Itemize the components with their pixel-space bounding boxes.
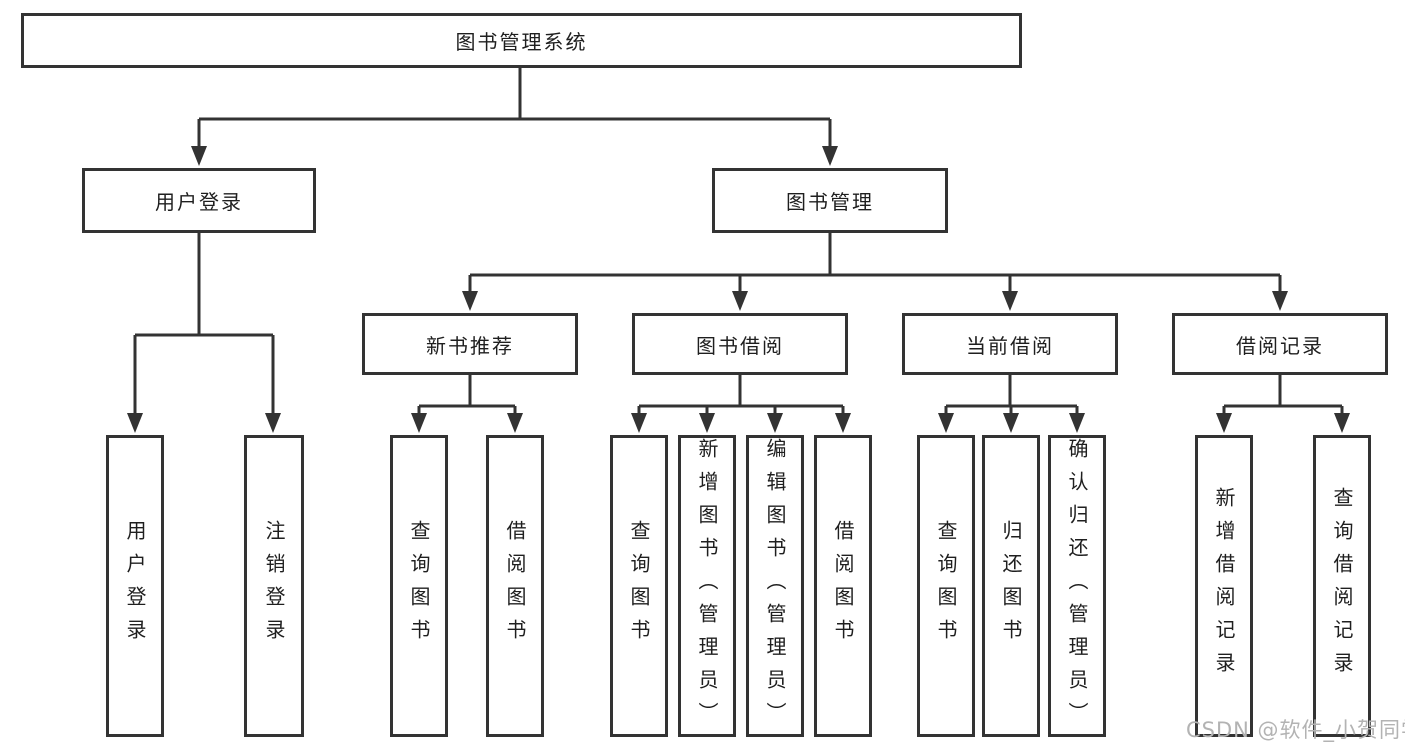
node-new-book-recommend: 新书推荐: [362, 313, 578, 375]
leaf-edit-books-admin: 编辑图书（管理员）: [746, 435, 804, 737]
leaf-borrow-books-1: 借阅图书: [486, 435, 544, 737]
connector-book-management-branch: [462, 233, 1288, 311]
node-label: 新增图书（管理员）: [695, 438, 719, 735]
node-label: 借阅图书: [831, 520, 855, 652]
node-borrowing-records: 借阅记录: [1172, 313, 1388, 375]
connector-new-books-branch: [411, 375, 523, 433]
node-user-login: 用户登录: [82, 168, 316, 233]
node-label: 确认归还（管理员）: [1065, 438, 1089, 735]
connector-user-login-branch: [127, 233, 281, 433]
node-label: 图书管理系统: [455, 30, 588, 54]
leaf-add-books-admin: 新增图书（管理员）: [678, 435, 736, 737]
node-label: 查询图书: [627, 520, 651, 652]
node-label: 查询图书: [934, 520, 958, 652]
node-label: 用户登录: [123, 520, 147, 652]
csdn-watermark: CSDN @软件_小贺同学: [1186, 718, 1405, 742]
node-label: 归还图书: [999, 520, 1023, 652]
connector-current-borrow-branch: [938, 375, 1085, 433]
leaf-add-borrow-record: 新增借阅记录: [1195, 435, 1253, 737]
leaf-query-borrow-record: 查询借阅记录: [1313, 435, 1371, 737]
node-library-management-system: 图书管理系统: [21, 13, 1022, 68]
connector-root-to-level2: [191, 68, 838, 166]
node-label: 借阅图书: [503, 520, 527, 652]
node-label: 借阅记录: [1236, 333, 1324, 358]
node-label: 编辑图书（管理员）: [763, 438, 787, 735]
node-book-management: 图书管理: [712, 168, 948, 233]
node-label: 查询图书: [407, 520, 431, 652]
node-label: 注销登录: [262, 520, 286, 652]
leaf-borrow-books-2: 借阅图书: [814, 435, 872, 737]
leaf-query-books-1: 查询图书: [390, 435, 448, 737]
node-label: 查询借阅记录: [1330, 487, 1354, 685]
node-label: 图书管理: [786, 190, 874, 214]
node-label: 当前借阅: [966, 333, 1054, 358]
node-label: 图书借阅: [696, 333, 784, 358]
leaf-query-books-2: 查询图书: [610, 435, 668, 737]
node-label: 用户登录: [155, 190, 243, 214]
leaf-confirm-return-admin: 确认归还（管理员）: [1048, 435, 1106, 737]
node-label: 新增借阅记录: [1212, 487, 1236, 685]
connector-borrow-records-branch: [1216, 375, 1350, 433]
leaf-query-books-3: 查询图书: [917, 435, 975, 737]
connector-book-borrow-branch: [631, 375, 851, 433]
node-book-borrowing: 图书借阅: [632, 313, 848, 375]
node-label: 新书推荐: [426, 333, 514, 358]
leaf-logout: 注销登录: [244, 435, 304, 737]
leaf-user-login: 用户登录: [106, 435, 164, 737]
leaf-return-books: 归还图书: [982, 435, 1040, 737]
node-current-borrowing: 当前借阅: [902, 313, 1118, 375]
